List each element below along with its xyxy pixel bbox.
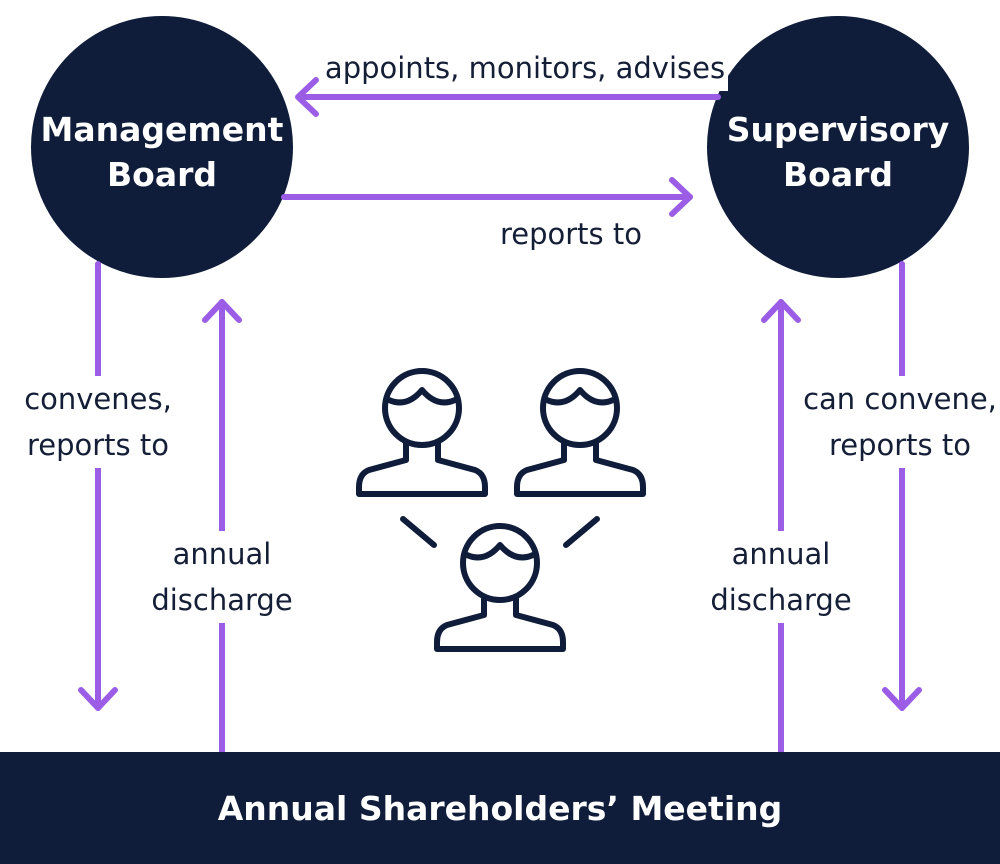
right-convenes-label: can convene, reports to: [800, 376, 1000, 468]
left-discharge-line1: annual: [172, 537, 272, 571]
right-discharge-arrow: [761, 299, 801, 755]
left-discharge-arrow: [202, 299, 242, 755]
management-board-line1: Management: [40, 110, 284, 149]
right-discharge-line1: annual: [731, 537, 831, 571]
shareholder-person-icon: [359, 371, 485, 494]
supervisory-board-line2: Board: [783, 155, 893, 194]
left-convenes-line1: convenes,: [24, 382, 172, 416]
connector-line: [563, 516, 600, 548]
connector-line: [400, 516, 437, 548]
convenes-arrow: [78, 261, 118, 711]
right-convenes-line1: can convene,: [803, 382, 997, 416]
shareholder-person-icon: [517, 371, 643, 494]
left-discharge-label: annual discharge: [144, 531, 300, 623]
management-board-node: [31, 16, 293, 278]
appoints-arrow: [295, 77, 721, 117]
reports-to-label: reports to: [496, 211, 646, 257]
left-convenes-label: convenes, reports to: [14, 376, 182, 468]
can-convene-arrow: [882, 261, 922, 711]
reports-to-arrow: [281, 177, 693, 217]
left-discharge-line2: discharge: [151, 583, 293, 617]
right-discharge-label: annual discharge: [703, 531, 859, 623]
supervisory-board-line1: Supervisory: [726, 110, 950, 149]
management-board-line2: Board: [107, 155, 217, 194]
management-board-title: Management Board: [12, 107, 312, 197]
meeting-label: Annual Shareholders’ Meeting: [217, 788, 783, 828]
supervisory-board-title: Supervisory Board: [688, 107, 988, 197]
right-discharge-line2: discharge: [710, 583, 852, 617]
supervisory-board-node: [707, 16, 969, 278]
appoints-label: appoints, monitors, advises: [322, 45, 728, 91]
annual-shareholders-meeting-node: Annual Shareholders’ Meeting: [0, 752, 1000, 864]
shareholder-person-icon: [437, 526, 563, 649]
right-convenes-line2: reports to: [828, 428, 971, 462]
left-convenes-line2: reports to: [26, 428, 169, 462]
